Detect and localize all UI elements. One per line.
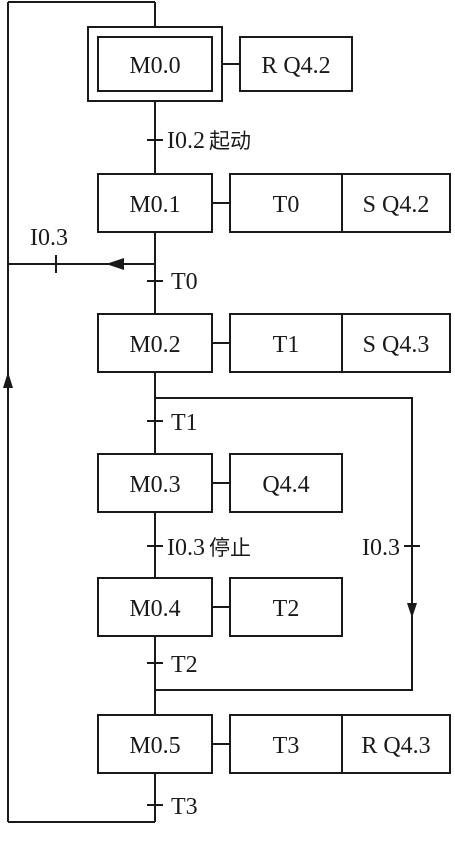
step-3-action-box-0[interactable] xyxy=(229,453,343,513)
step-1-action-1: S Q4.2 xyxy=(363,192,430,218)
step-3-action-0: Q4.4 xyxy=(262,472,309,498)
step-2-action-1: S Q4.3 xyxy=(363,332,430,358)
left-branch-arrow xyxy=(106,258,124,270)
return-arrow-up xyxy=(3,372,13,388)
step-2-action-0: T1 xyxy=(273,332,300,358)
step-1-action-0: T0 xyxy=(273,192,300,218)
transition-t3-label: T3 xyxy=(171,794,198,820)
step-2-action-box-0[interactable] xyxy=(229,313,343,373)
transition-t1-label: T1 xyxy=(171,410,198,436)
step-4-action-0: T2 xyxy=(273,596,300,622)
step-4-label: M0.4 xyxy=(129,596,180,622)
transition-t0-label: T0 xyxy=(171,269,198,295)
step-2-label: M0.2 xyxy=(129,332,180,358)
step-5-action-box-1[interactable] xyxy=(341,714,451,774)
step-0-inner-box[interactable] xyxy=(97,36,213,92)
transition-t2-label: T2 xyxy=(171,652,198,678)
step-0-label: M0.0 xyxy=(129,53,180,79)
step-4-box[interactable] xyxy=(97,577,213,637)
step-1-box[interactable] xyxy=(97,173,213,233)
step-5-action-1: R Q4.3 xyxy=(361,733,430,759)
step-5-label: M0.5 xyxy=(129,733,180,759)
transition-branch-right-label: I0.3 xyxy=(362,535,400,561)
step-1-action-box-1[interactable] xyxy=(341,173,451,233)
step-3-label: M0.3 xyxy=(129,472,180,498)
step-4-action-box-0[interactable] xyxy=(229,577,343,637)
bypass-arrow-down xyxy=(407,603,417,618)
step-2-box[interactable] xyxy=(97,313,213,373)
transition-branch-left-label: I0.3 xyxy=(30,225,68,251)
bypass-branch-line xyxy=(155,397,413,691)
step-5-action-box-0[interactable] xyxy=(229,714,343,774)
step-2-action-box-1[interactable] xyxy=(341,313,451,373)
step-1-label: M0.1 xyxy=(129,192,180,218)
step-5-action-0: T3 xyxy=(273,733,300,759)
step-0-action-0: R Q4.2 xyxy=(261,53,330,79)
step-0-action-box[interactable] xyxy=(239,36,353,92)
